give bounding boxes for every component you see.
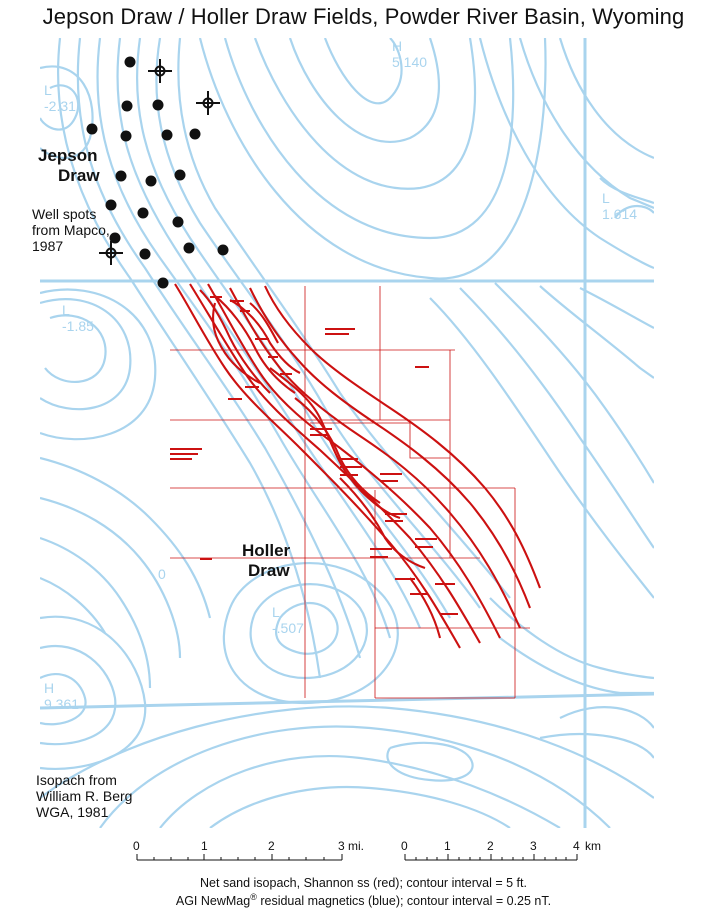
survey-grid — [170, 286, 530, 699]
scale-mi-unit: mi. — [348, 839, 364, 853]
scale-mi-2: 2 — [268, 839, 275, 853]
scale-km-unit: km — [585, 839, 601, 853]
isopach-well-annotations — [170, 296, 458, 615]
mag-label-zero: 0 — [158, 566, 166, 582]
scale-km-4: 4 — [573, 839, 580, 853]
scale-bars: 0 1 2 3 mi. 0 1 2 3 4 km — [130, 836, 601, 876]
scale-mi-3: 3 — [338, 839, 345, 853]
legend-line-magnetics: AGI NewMag® residual magnetics (blue); c… — [175, 892, 552, 909]
scale-mi-0: 0 — [133, 839, 140, 853]
map-title: Jepson Draw / Holler Draw Fields, Powder… — [42, 4, 685, 29]
legend-line-isopach: Net sand isopach, Shannon ss (red); cont… — [200, 876, 527, 890]
scale-km-0: 0 — [401, 839, 408, 853]
mag-label-l-center: L-.507 — [272, 604, 304, 636]
isopach-contours — [174, 283, 541, 649]
scale-mi-1: 1 — [201, 839, 208, 853]
well-spots — [86, 56, 229, 289]
scale-km-1: 1 — [444, 839, 451, 853]
scale-km-2: 2 — [487, 839, 494, 853]
dry-hole-symbols — [99, 59, 220, 265]
scale-bar-graphics — [136, 854, 578, 861]
map-legend-caption: Net sand isopach, Shannon ss (red); cont… — [0, 876, 727, 908]
magnetic-contours — [40, 38, 654, 828]
scale-km-3: 3 — [530, 839, 537, 853]
mag-label-l-left: L-1.85 — [62, 302, 94, 334]
mag-label-l-topleft: L-2.31 — [44, 82, 76, 114]
map-canvas — [40, 38, 654, 828]
